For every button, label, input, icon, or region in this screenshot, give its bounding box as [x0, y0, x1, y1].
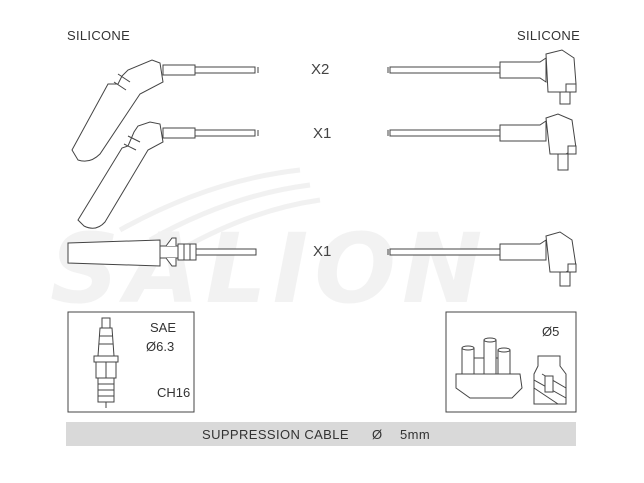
- part-code-label: CH16: [157, 385, 191, 400]
- left-material-label: SILICONE: [67, 28, 131, 43]
- terminal-diameter-label: Ø6.3: [146, 339, 175, 354]
- row-3-quantity: X1: [313, 243, 332, 260]
- spark-plug-drawing: [93, 317, 119, 408]
- distributor-terminal-section: [533, 355, 567, 405]
- spark-plug-box: [67, 311, 195, 413]
- cable-right-row2: [387, 113, 577, 171]
- cable-label: SUPPRESSION CABLE: [202, 427, 349, 442]
- diameter-symbol: Ø: [372, 427, 383, 442]
- cable-size: 5mm: [400, 427, 431, 442]
- boot-angled-left-row1: [71, 59, 259, 162]
- distributor-box: [445, 311, 577, 413]
- boot-straight-left-row3: [67, 237, 257, 267]
- distributor-diameter-label: Ø5: [542, 324, 560, 339]
- svg-text:SALION: SALION: [50, 213, 488, 325]
- row-2-quantity: X1: [313, 125, 332, 142]
- boot-angled-left-row2: [77, 121, 259, 229]
- distributor-cap-drawing: [455, 337, 523, 399]
- cable-right-row1: [387, 49, 577, 105]
- suppression-cable-bar: SUPPRESSION CABLE Ø 5mm: [66, 422, 576, 446]
- row-1-quantity: X2: [311, 61, 330, 78]
- watermark-logo: SALION: [50, 167, 488, 325]
- right-material-label: SILICONE: [517, 28, 581, 43]
- cable-right-row3: [387, 231, 577, 287]
- terminal-type-label: SAE: [150, 320, 177, 335]
